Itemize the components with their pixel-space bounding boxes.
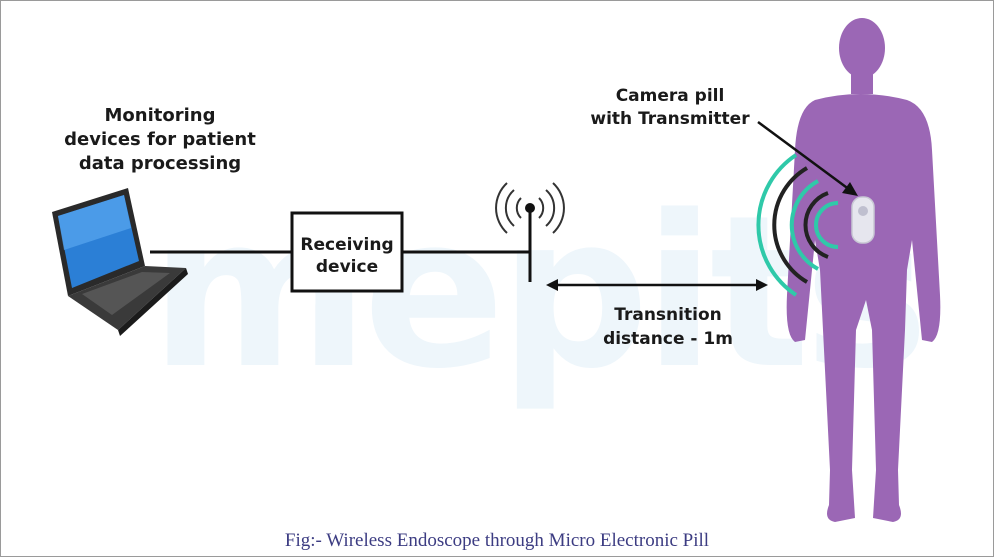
distance-label-line2: distance - 1m — [603, 329, 733, 349]
laptop-icon — [52, 188, 188, 336]
camera-pill-label-line2: with Transmitter — [590, 109, 750, 129]
distance-label: Transnition distance - 1m — [568, 303, 768, 351]
receiving-device-label-line2: device — [315, 257, 379, 277]
receiving-device-label: Receiving device — [292, 234, 402, 278]
monitoring-label: Monitoring devices for patient data proc… — [40, 104, 280, 176]
distance-arrow — [546, 279, 768, 291]
transmission-waves — [756, 153, 839, 297]
receiving-device-label-line1: Receiving — [300, 235, 394, 255]
figure-caption: Fig:- Wireless Endoscope through Micro E… — [284, 530, 710, 551]
camera-pill-icon — [851, 196, 875, 244]
pill-pointer-arrow — [757, 120, 858, 196]
distance-label-line1: Transnition — [614, 305, 722, 325]
monitoring-label-line2: devices for patient — [64, 129, 256, 150]
monitoring-label-line3: data processing — [78, 153, 242, 174]
camera-pill-label: Camera pill with Transmitter — [570, 85, 770, 131]
camera-pill-label-line1: Camera pill — [615, 86, 725, 106]
receiving-device-box — [290, 211, 404, 293]
human-body-figure — [786, 18, 941, 522]
monitoring-label-line1: Monitoring — [104, 105, 216, 126]
antenna-icon — [495, 182, 565, 282]
